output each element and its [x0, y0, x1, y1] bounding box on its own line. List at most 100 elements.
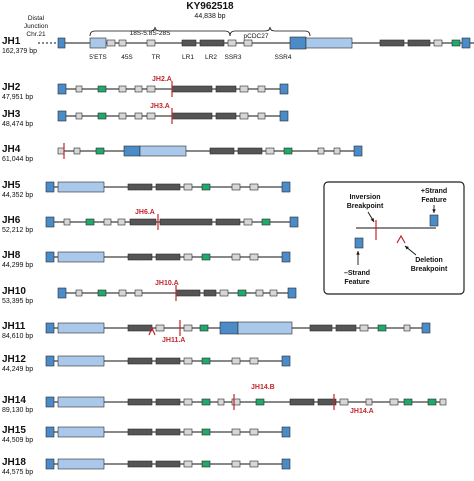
- dark-blue-box: [279, 110, 289, 122]
- green-box: [201, 253, 211, 261]
- row-size: 53,395 bp: [2, 298, 33, 305]
- rdna-brace-label: 18S-5.8S-28S: [130, 30, 171, 37]
- light-gray-box: [257, 112, 266, 120]
- light-gray-box: [433, 39, 443, 47]
- row-name: JH3: [2, 109, 21, 120]
- legend-minus-2: Feature: [344, 279, 369, 286]
- light-gray-box: [231, 253, 241, 261]
- dark-gray-box: [215, 85, 237, 93]
- light-gray-box: [219, 289, 229, 297]
- green-box: [201, 183, 211, 191]
- feature-label-lr2: LR2: [205, 54, 217, 61]
- light-gray-box: [317, 147, 325, 155]
- dark-blue-box: [281, 426, 291, 438]
- distal-label-2: Junction: [24, 23, 49, 30]
- green-box: [283, 147, 293, 155]
- dark-blue-box: [281, 355, 291, 367]
- light-gray-box: [106, 39, 116, 47]
- light-gray-box: [249, 183, 259, 191]
- green-box: [403, 398, 413, 406]
- light-blue-box: [57, 181, 105, 193]
- dark-blue-box: [57, 37, 66, 49]
- dark-blue-box: [57, 110, 67, 122]
- light-gray-box: [265, 147, 275, 155]
- light-gray-box: [239, 85, 249, 93]
- legend-inversion-2: Breakpoint: [347, 203, 384, 210]
- green-box: [201, 398, 211, 406]
- light-gray-box: [365, 398, 373, 406]
- dark-gray-box: [237, 147, 263, 155]
- light-gray-box: [389, 398, 399, 406]
- light-gray-box: [183, 253, 193, 261]
- light-gray-box: [146, 85, 156, 93]
- light-gray-box: [73, 147, 81, 155]
- distal-label-3: Chr.21: [26, 31, 46, 38]
- dark-gray-box: [155, 357, 181, 365]
- light-gray-box: [103, 218, 112, 226]
- green-box: [201, 460, 211, 468]
- light-gray-box: [183, 324, 193, 332]
- dark-blue-box: [123, 145, 141, 157]
- row-name: JH11: [2, 321, 26, 332]
- row-size: 44,352 bp: [2, 192, 33, 199]
- row-size: 44,509 bp: [2, 437, 33, 444]
- dark-gray-box: [203, 289, 217, 297]
- breakpoint-label: JH14.B: [251, 384, 275, 391]
- light-gray-box: [231, 183, 241, 191]
- light-blue-box: [57, 322, 105, 334]
- row-size: 44,575 bp: [2, 469, 33, 476]
- deletion-breakpoint-mark: [148, 326, 156, 336]
- legend-glyphs: [354, 205, 439, 265]
- dark-gray-box: [159, 218, 213, 226]
- light-blue-box: [57, 426, 105, 438]
- dark-blue-box: [45, 426, 55, 438]
- light-gray-box: [339, 398, 349, 406]
- light-gray-box: [118, 39, 127, 47]
- legend-minus-1: –Strand: [344, 270, 370, 277]
- dark-blue-box: [281, 181, 291, 193]
- light-gray-box: [134, 85, 143, 93]
- legend-deletion-mark: [396, 234, 406, 244]
- light-gray-box: [249, 253, 259, 261]
- dark-blue-box: [45, 216, 55, 228]
- dark-gray-box: [199, 39, 225, 47]
- dark-gray-box: [155, 428, 181, 436]
- dark-blue-box: [281, 458, 291, 470]
- light-gray-box: [239, 112, 249, 120]
- dark-gray-box: [127, 357, 153, 365]
- dark-blue-box: [45, 355, 55, 367]
- row-size: 84,610 bp: [2, 333, 33, 340]
- light-gray-box: [134, 289, 143, 297]
- green-box: [237, 289, 247, 297]
- dark-gray-box: [155, 398, 181, 406]
- light-gray-box: [255, 289, 264, 297]
- row-name: JH5: [2, 180, 21, 191]
- breakpoint-label: JH14.A: [350, 408, 374, 415]
- row-size: 162,379 bp: [2, 48, 37, 55]
- dark-blue-box: [45, 251, 55, 263]
- light-gray-box: [146, 39, 156, 47]
- light-gray-box: [146, 112, 156, 120]
- light-gray-box: [75, 85, 83, 93]
- legend-deletion-2: Breakpoint: [411, 266, 448, 273]
- light-gray-box: [134, 112, 143, 120]
- dark-gray-box: [215, 218, 241, 226]
- green-box: [199, 324, 209, 332]
- light-gray-box: [439, 398, 447, 406]
- legend-inversion-1: Inversion: [349, 194, 380, 201]
- dark-gray-box: [335, 324, 357, 332]
- light-blue-box: [139, 145, 187, 157]
- breakpoint-label: JH6.A: [135, 209, 155, 216]
- dark-blue-box: [289, 216, 299, 228]
- green-box: [97, 112, 107, 120]
- light-gray-box: [359, 324, 369, 332]
- row-size: 47,951 bp: [2, 94, 33, 101]
